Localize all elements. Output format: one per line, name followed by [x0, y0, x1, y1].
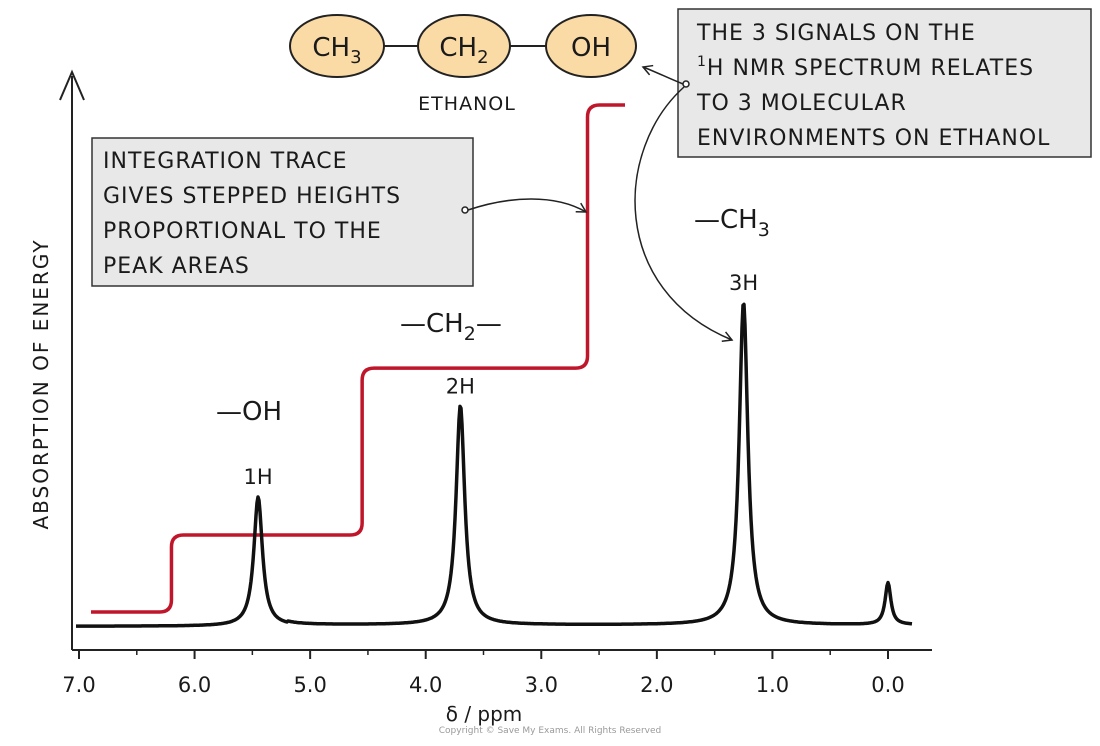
signals-arrow-to-molecule [641, 64, 684, 85]
x-tick-label-4: 3.0 [525, 673, 558, 697]
signals-arrow-origin [682, 80, 690, 88]
integration-annotation-box [91, 137, 474, 287]
signals-annotation-box [677, 8, 1092, 158]
integration-trace [91, 103, 625, 614]
y-axis-label: ABSORPTION OF ENERGY [29, 238, 53, 529]
y-axis-arrowhead [59, 69, 85, 101]
molecule-group-ch2-label: CH2 [439, 33, 488, 68]
molecule-group-ch3-label: CH3 [312, 33, 361, 68]
peak-label-2: 3H [729, 271, 758, 295]
integration-annotation: INTEGRATION TRACE GIVES STEPPED HEIGHTS … [91, 137, 588, 287]
x-tick-label-5: 2.0 [640, 673, 673, 697]
peak-group-label-oh: —OH [216, 397, 282, 427]
molecule-group-oh-label: OH [571, 33, 611, 63]
molecule-group-oh [545, 14, 637, 78]
molecule-group-ch2 [417, 14, 511, 78]
x-ticks: 7.0 6.0 5.0 4.0 3.0 2.0 1.0 0.0 [62, 650, 905, 697]
integration-annotation-line-4: PEAK AREAS [103, 254, 250, 279]
signals-annotation-line-3: TO 3 MOLECULAR [696, 91, 907, 116]
signals-annotation-line-2: 1H NMR SPECTRUM RELATES [697, 54, 1034, 81]
x-axis-label: δ / ppm [446, 702, 523, 726]
molecule-name: ETHANOL [418, 93, 516, 115]
ethanol-molecule: CH3 CH2 OH ETHANOL [289, 14, 637, 115]
integration-arrow-origin [461, 206, 469, 214]
x-tick-label-6: 1.0 [756, 673, 789, 697]
x-tick-label-3: 4.0 [409, 673, 442, 697]
signals-annotation-line-1: THE 3 SIGNALS ON THE [696, 21, 976, 46]
x-tick-label-1: 6.0 [178, 673, 211, 697]
signals-annotation: THE 3 SIGNALS ON THE 1H NMR SPECTRUM REL… [634, 8, 1092, 342]
copyright-notice: Copyright © Save My Exams. All Rights Re… [438, 726, 662, 736]
signals-arrow-to-peak [634, 86, 734, 342]
x-tick-label-0: 7.0 [62, 673, 95, 697]
molecule-group-ch3 [289, 14, 385, 78]
integration-annotation-line-1: INTEGRATION TRACE [103, 149, 348, 174]
peak-labels: 1H 2H 3H [244, 271, 759, 489]
x-tick-label-2: 5.0 [293, 673, 326, 697]
signals-annotation-line-4: ENVIRONMENTS ON ETHANOL [697, 126, 1050, 151]
spectrum-line [75, 302, 913, 628]
integration-annotation-line-3: PROPORTIONAL TO THE [103, 219, 382, 244]
peak-group-label-ch2: —CH2— [400, 309, 502, 345]
integration-arrow [467, 198, 588, 213]
peak-label-1: 2H [446, 374, 475, 398]
integration-annotation-line-2: GIVES STEPPED HEIGHTS [103, 184, 401, 209]
peak-label-0: 1H [244, 465, 273, 489]
peak-group-label-ch3: —CH3 [694, 205, 770, 241]
x-tick-label-7: 0.0 [871, 673, 904, 697]
